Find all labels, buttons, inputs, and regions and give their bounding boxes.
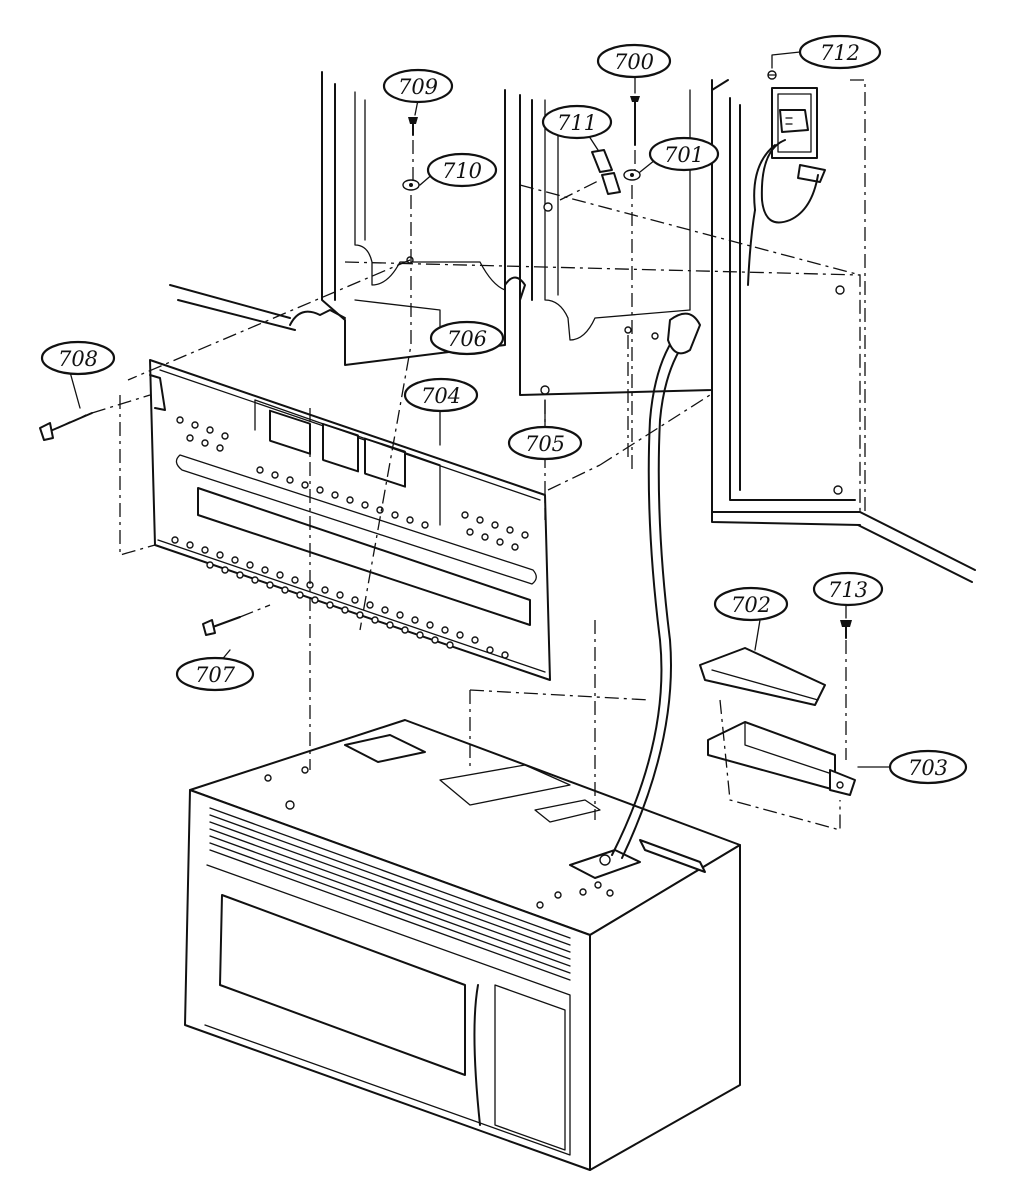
mounting-plate (149, 359, 551, 681)
callout-706: 706 (429, 320, 505, 356)
callout-711: 711 (541, 104, 613, 140)
callout-706-label: 706 (447, 327, 487, 351)
callout-713-label: 713 (828, 578, 868, 602)
callout-709-label: 709 (398, 75, 438, 99)
callout-703: 703 (888, 749, 968, 785)
callout-704: 704 (403, 377, 479, 413)
callout-707-label: 707 (195, 663, 236, 687)
callout-701-label: 701 (664, 143, 704, 167)
callout-702: 702 (713, 586, 789, 622)
assembly-guide-lines (91, 79, 866, 831)
oven-power-cord (611, 329, 681, 856)
callout-712: 712 (798, 34, 882, 70)
damper-bracket-703 (707, 721, 856, 796)
vent-grille (209, 807, 571, 981)
wall-cabinets (169, 71, 976, 583)
outlet-power-cord (747, 70, 826, 286)
callout-705-label: 705 (525, 432, 565, 456)
duct-connector-702 (699, 647, 826, 706)
callout-711-label: 711 (557, 111, 597, 135)
callout-708: 708 (40, 340, 116, 376)
callout-710: 710 (426, 152, 498, 188)
callout-702-label: 702 (731, 593, 771, 617)
fasteners (39, 96, 852, 639)
callout-703-label: 703 (908, 756, 948, 780)
microwave-oven (184, 719, 741, 1171)
callout-713: 713 (812, 571, 884, 607)
callout-709: 709 (382, 68, 454, 104)
mounting-plate-holes (171, 416, 529, 659)
callout-708-label: 708 (58, 347, 98, 371)
callout-700-label: 700 (614, 50, 654, 74)
callout-705: 705 (507, 425, 583, 461)
callout-704-label: 704 (421, 384, 461, 408)
callout-700: 700 (596, 43, 672, 79)
callout-712-label: 712 (820, 41, 860, 65)
callout-701: 701 (648, 136, 720, 172)
callout-710-label: 710 (442, 159, 482, 183)
callout-707: 707 (175, 656, 255, 692)
